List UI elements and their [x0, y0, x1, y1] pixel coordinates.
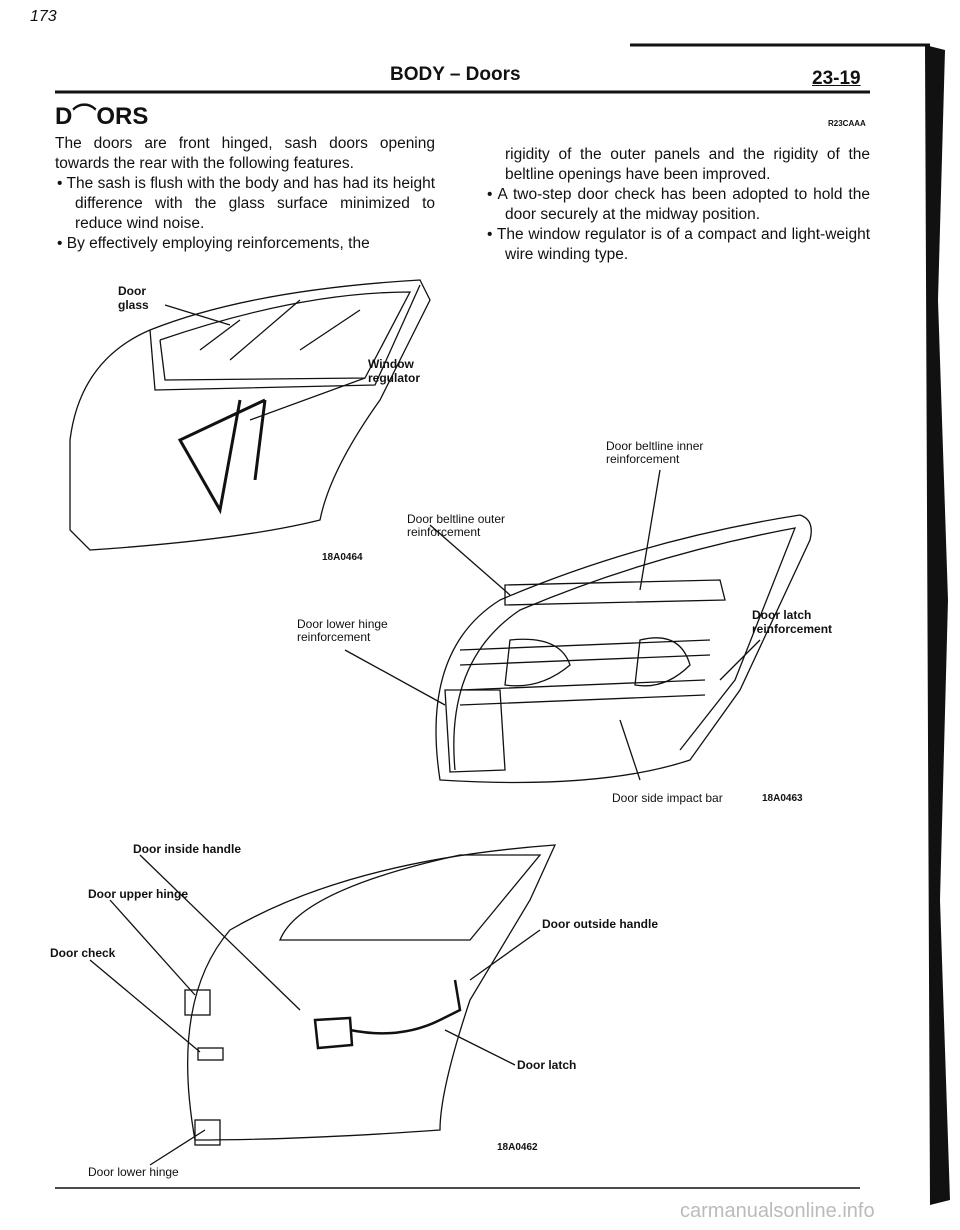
figure1-door-window — [69, 279, 431, 551]
figure3-code: 18A0462 — [497, 1142, 538, 1153]
continuation-text: rigidity of the outer panels and the rig… — [505, 146, 870, 183]
label-door-latch: Door latch — [517, 1058, 577, 1072]
label-side-impact-bar: Door side impact bar — [612, 791, 723, 805]
label-lower-hinge: Door lower hinge — [88, 1165, 179, 1179]
scan-edge-artifact — [925, 45, 950, 1205]
bullet-text: The window regulator is of a compact and… — [496, 226, 870, 263]
bullet-left-1: • The sash is flush with the body and ha… — [57, 175, 436, 232]
label-beltline-inner: Door beltline inner reinforcement — [606, 439, 704, 466]
label-lower-hinge-reinforcement: Door lower hinge reinforcement — [297, 617, 388, 644]
label-door-check: Door check — [50, 946, 116, 960]
label-beltline-outer: Door beltline outer reinforcement — [407, 512, 506, 539]
label-latch-reinforcement: Door latch reinforcement — [752, 608, 833, 636]
page-number: 23-19 — [812, 68, 861, 89]
page-title: D⌒ORS — [55, 103, 149, 130]
figure2-code: 18A0463 — [762, 793, 803, 804]
bullet-right-1: • A two-step door check has been adopted… — [487, 186, 870, 223]
bullet-text: A two-step door check has been adopted t… — [497, 186, 870, 223]
label-window-regulator: Window regulator — [368, 357, 421, 385]
left-column: The doors are front hinged, sash doors o… — [55, 134, 435, 254]
ref-code: R23CAAA — [828, 119, 866, 128]
right-column: rigidity of the outer panels and the rig… — [485, 145, 870, 265]
section-header: BODY – Doors — [390, 64, 521, 85]
watermark: carmanualsonline.info — [680, 1200, 875, 1222]
bullet-text: By effectively employing reinforcements,… — [66, 235, 370, 252]
label-upper-hinge: Door upper hinge — [88, 887, 188, 901]
page-mark: 173 — [30, 8, 57, 25]
bullet-left-2: • By effectively employing reinforcement… — [57, 235, 370, 252]
figure3-door-hardware — [89, 844, 557, 1166]
intro-text: The doors are front hinged, sash doors o… — [55, 135, 435, 172]
figure2-door-frame — [344, 469, 812, 784]
figure1-code: 18A0464 — [322, 552, 363, 563]
label-outside-handle: Door outside handle — [542, 917, 659, 931]
bullet-right-2: • The window regulator is of a compact a… — [487, 226, 870, 263]
bullet-text: The sash is flush with the body and has … — [66, 175, 436, 232]
label-inside-handle: Door inside handle — [133, 842, 242, 856]
label-door-glass: Door glass — [118, 284, 149, 312]
